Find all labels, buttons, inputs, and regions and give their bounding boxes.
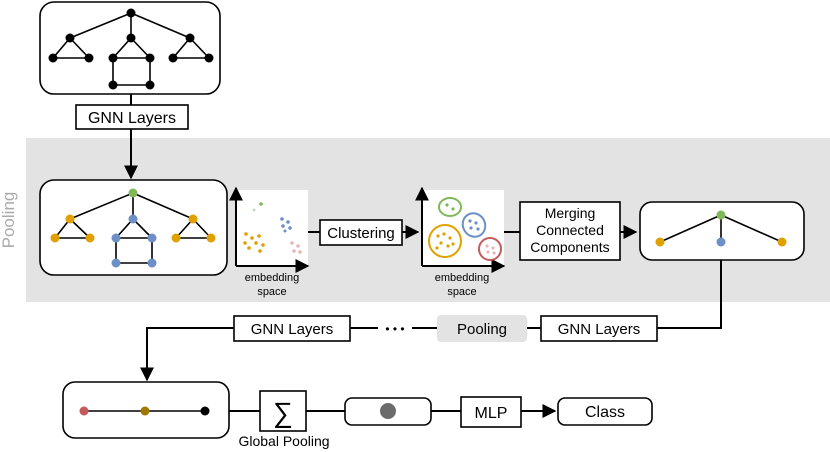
gnn-layers-mid-right-label: GNN Layers <box>558 321 641 338</box>
merging-label-line2: Connected <box>536 222 604 238</box>
pooling-mid-label: Pooling <box>457 321 507 338</box>
pooled-graph <box>639 201 805 261</box>
pooling-mid-box <box>437 315 527 342</box>
ellipsis: • • • <box>385 322 404 336</box>
final-graph <box>62 381 230 439</box>
global-pooling-label: Global Pooling <box>238 433 329 449</box>
colored-graph <box>39 179 228 276</box>
connector-pooled-to-gnn-right <box>657 260 722 329</box>
merging-box <box>519 201 621 261</box>
embedding-space-1-line1: embedding <box>245 272 299 284</box>
merging-label-line3: Components <box>530 239 609 255</box>
graph-embedding-dot <box>380 403 396 419</box>
gnn-layers-mid-left-label: GNN Layers <box>251 321 334 338</box>
arrow-gnn-left-to-final-graph <box>140 327 234 382</box>
gnn-layers-mid-left-box <box>233 315 351 342</box>
gnn-layers-mid-right-box <box>540 315 658 342</box>
mlp-label: MLP <box>475 405 508 422</box>
embedding-space-2-line1: embedding <box>435 272 489 284</box>
clustering-box <box>319 219 403 246</box>
class-box <box>557 397 653 426</box>
merging-label-line1: Merging <box>545 205 596 221</box>
sum-symbol: ∑ <box>273 397 293 428</box>
embedding-plot-2 <box>415 186 506 273</box>
pooling-region-label: Pooling <box>0 192 18 249</box>
clustering-label: Clustering <box>327 225 395 242</box>
class-label: Class <box>585 404 625 421</box>
embedding-plot-1 <box>229 186 310 273</box>
embedding-space-2-line2: space <box>447 286 476 298</box>
input-graph <box>39 1 221 95</box>
embedding-space-1-line2: space <box>257 286 286 298</box>
gnn-layers-top-label: GNN Layers <box>88 110 176 127</box>
